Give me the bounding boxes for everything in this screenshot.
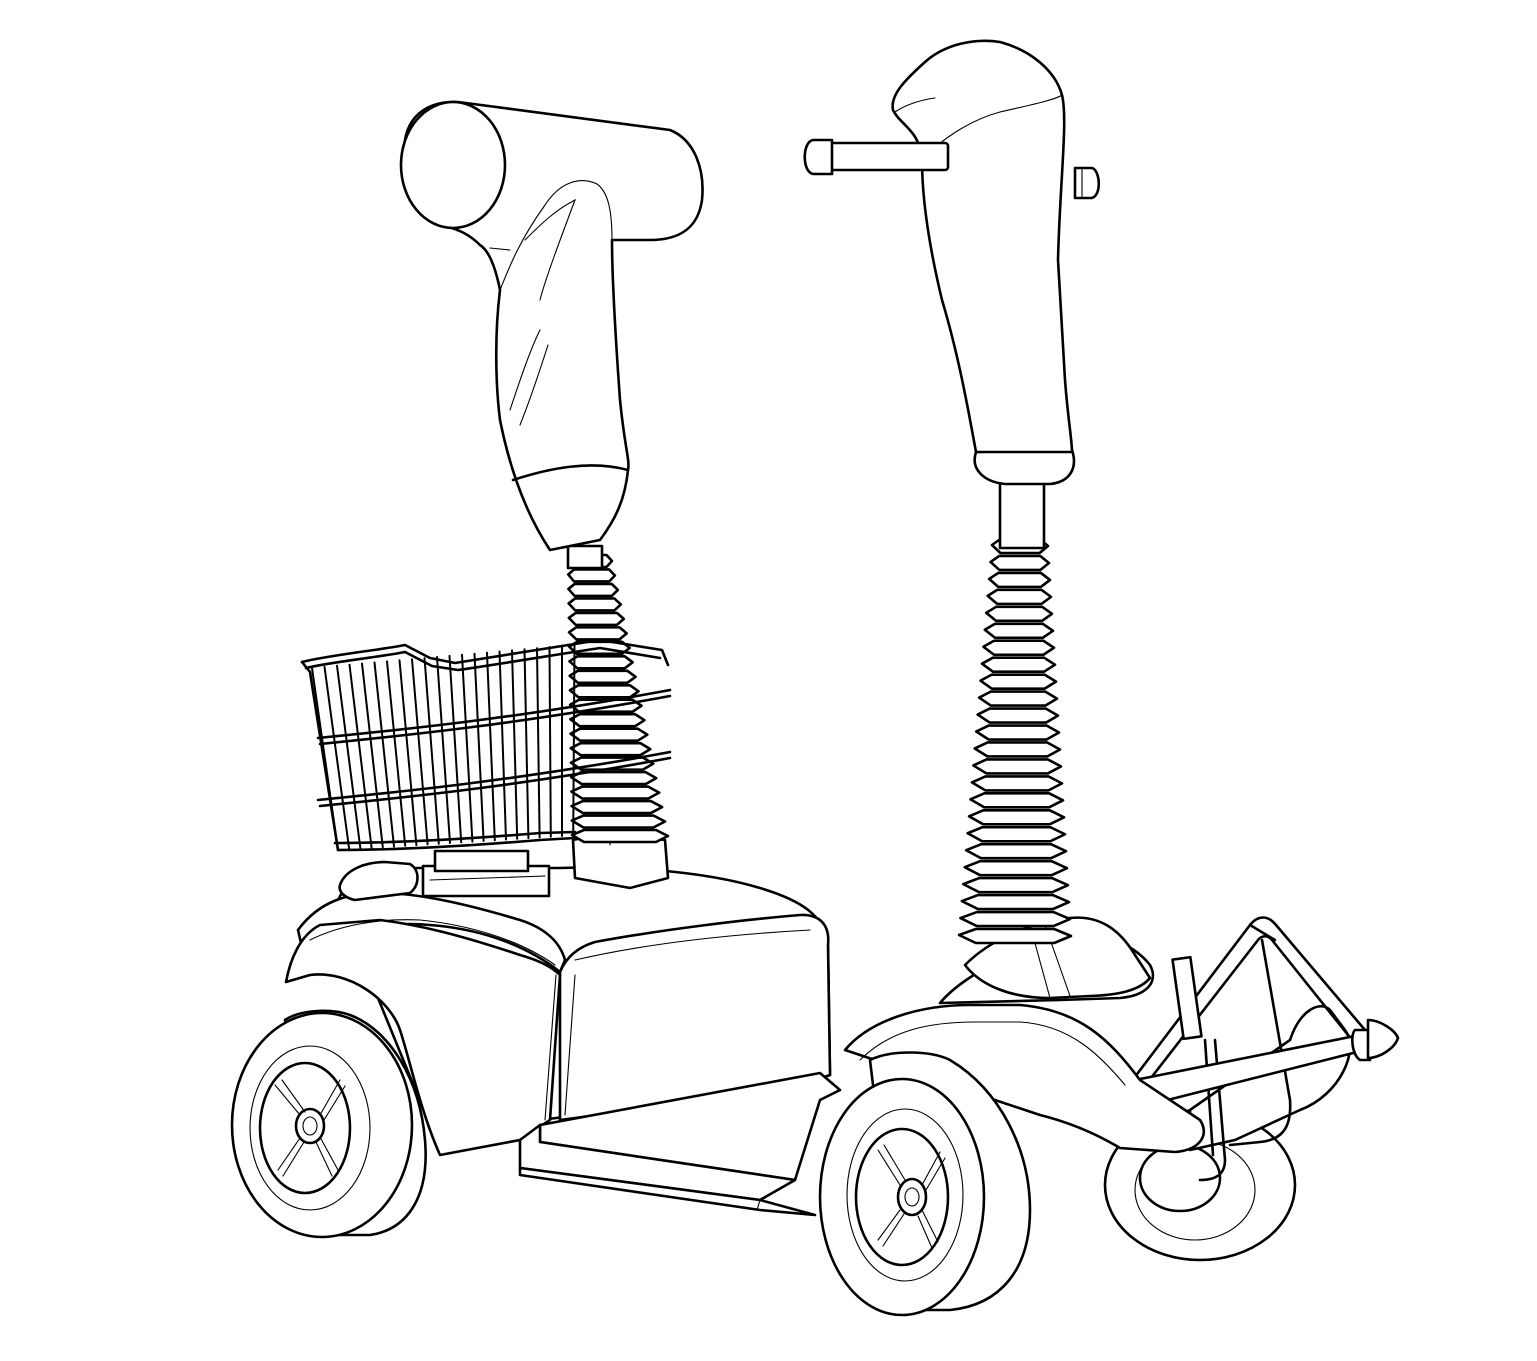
basket-bar <box>473 652 485 842</box>
tiller-bellows-fold <box>963 859 1069 877</box>
basket-bar <box>498 650 507 841</box>
basket-bar <box>523 648 530 840</box>
tiller-bellows-icon <box>957 537 1073 945</box>
basket-bar <box>572 643 576 837</box>
front-basket-icon <box>300 638 672 873</box>
basket-bar <box>486 651 496 842</box>
seat-bellows-fold <box>569 727 649 742</box>
tiller-bellows-fold <box>957 927 1073 945</box>
tiller-bellows-fold <box>960 893 1071 911</box>
tiller-bellows-fold <box>983 622 1055 640</box>
seat-bellows-fold <box>570 828 670 844</box>
tiller-bellows-fold <box>962 876 1070 894</box>
basket-bar <box>448 654 463 844</box>
seat-post-collar-icon <box>566 544 604 570</box>
basket-bar <box>536 647 541 839</box>
basket-bar <box>548 646 552 838</box>
basket-bar <box>373 661 395 848</box>
seat-bellows-fold <box>569 741 652 757</box>
seat-bellows-fold <box>569 770 658 786</box>
seat-bellows-fold <box>570 799 664 815</box>
seat-bellows-fold <box>568 669 637 685</box>
seat-bellows-fold <box>567 626 629 641</box>
seat-bellows-fold <box>567 582 620 598</box>
tiller-bellows-fold <box>986 588 1053 606</box>
rear-wheel-left-icon <box>230 1009 427 1239</box>
basket-bar <box>336 664 362 850</box>
basket-bar <box>511 649 519 840</box>
basket-hoop <box>318 756 672 808</box>
tiller-bellows-fold <box>967 809 1066 826</box>
basket-hoop <box>316 688 672 740</box>
seat-bellows-fold <box>568 683 640 699</box>
basket-hoop <box>316 750 672 802</box>
tiller-bellows-fold <box>987 571 1052 589</box>
basket-bar <box>323 665 351 851</box>
tiller-bellows-fold <box>974 724 1061 741</box>
tiller-bellows-fold <box>973 741 1062 758</box>
footboard-icon <box>518 1071 842 1217</box>
tiller-bellows-fold <box>979 673 1058 690</box>
tiller-bellows-fold <box>969 792 1065 809</box>
steering-tiller-icon <box>891 39 1076 550</box>
rear-body-shroud-icon <box>284 860 832 1157</box>
seat-bellows-fold <box>567 597 623 612</box>
seat-bellows-fold <box>566 568 617 583</box>
basket-bar <box>461 653 474 843</box>
tiller-bellows-fold <box>980 656 1057 673</box>
basket-bar <box>436 656 451 844</box>
basket-hoop <box>318 694 672 746</box>
basket-bar <box>423 657 440 845</box>
tiller-bellows-fold <box>989 554 1051 572</box>
seat-bellows-fold <box>568 655 634 670</box>
seat-bellows-fold <box>568 698 643 714</box>
seat-backrest-icon <box>399 100 704 552</box>
seat-bellows-fold <box>567 611 626 627</box>
tiller-bellows-fold <box>970 775 1064 792</box>
basket-bar <box>311 667 339 851</box>
tiller-handlebar-icon <box>803 138 1101 200</box>
front-wheel-right-icon <box>818 1051 1032 1317</box>
tiller-bellows-fold <box>982 639 1056 657</box>
basket-bar <box>348 663 373 849</box>
basket-bar <box>361 662 384 849</box>
seat-bellows-fold <box>570 814 667 829</box>
basket-bar <box>386 660 407 847</box>
basket-bar <box>411 658 429 846</box>
tiller-bellows-fold <box>984 605 1054 623</box>
tiller-bellows-fold <box>972 758 1063 775</box>
tiller-bellows-fold <box>959 910 1072 928</box>
tiller-bellows-fold <box>966 825 1067 843</box>
tiller-bellows-fold <box>964 842 1068 860</box>
basket-bar <box>398 659 418 847</box>
seat-bellows-fold <box>569 712 646 728</box>
tiller-bellows-fold <box>977 690 1059 707</box>
tiller-bellows-fold <box>976 707 1060 724</box>
front-bumper-icon <box>1036 916 1400 1182</box>
seat-bellows-fold <box>570 785 661 800</box>
